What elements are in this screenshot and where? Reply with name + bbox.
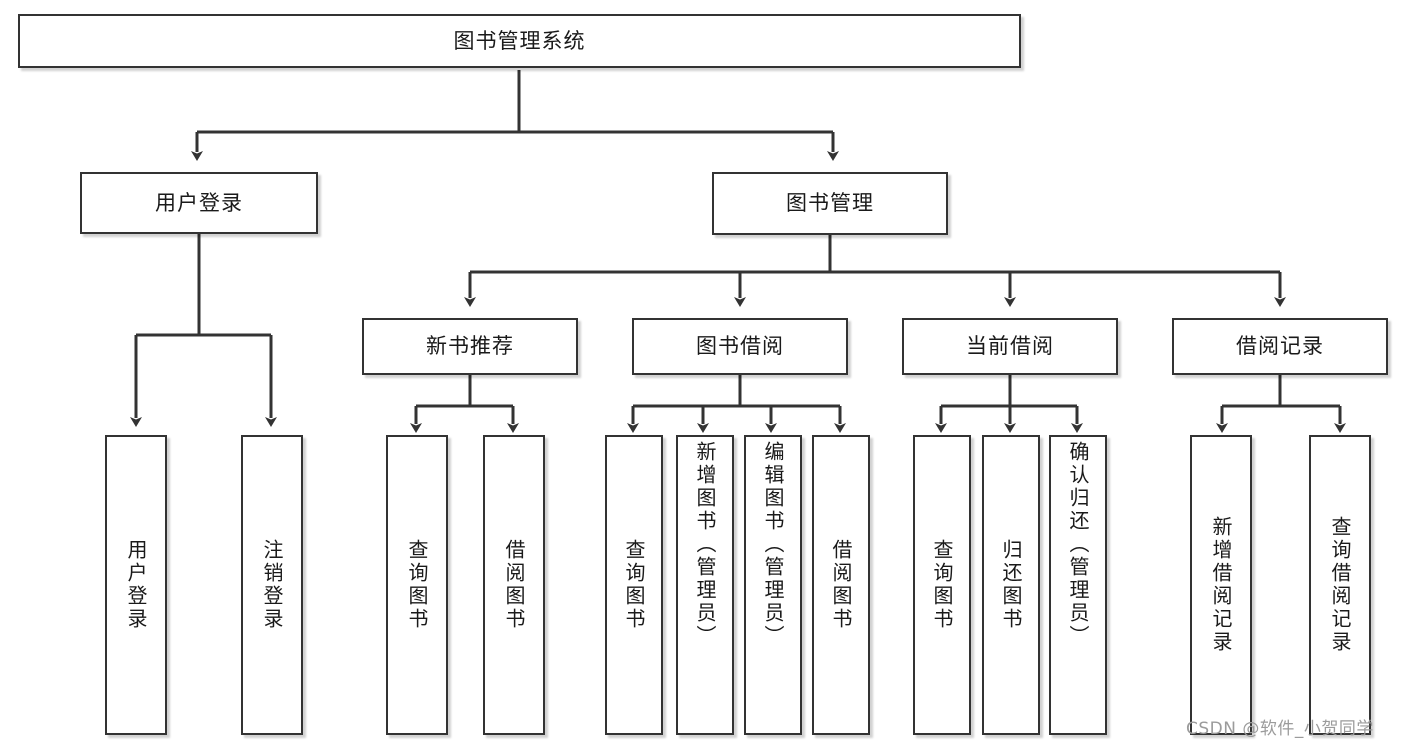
node-leaf-query-book-2-label: 查询图书	[622, 539, 646, 631]
node-leaf-borrow-book-1-label: 借阅图书	[502, 539, 526, 631]
node-leaf-query-book-1-label: 查询图书	[405, 539, 429, 631]
node-leaf-query-book-3-label: 查询图书	[930, 539, 954, 631]
node-leaf-confirm-return[interactable]: 确认归还（管理员）	[1049, 435, 1107, 735]
node-leaf-query-book-2[interactable]: 查询图书	[605, 435, 663, 735]
node-root[interactable]: 图书管理系统	[18, 14, 1021, 68]
node-new-book-rec[interactable]: 新书推荐	[362, 318, 578, 375]
node-leaf-add-book[interactable]: 新增图书（管理员）	[676, 435, 734, 735]
node-leaf-user-login-label: 用户登录	[124, 539, 148, 631]
node-book-borrow-label: 图书借阅	[696, 334, 784, 359]
node-current-borrow[interactable]: 当前借阅	[902, 318, 1118, 375]
node-book-manage[interactable]: 图书管理	[712, 172, 948, 235]
node-leaf-query-book-3[interactable]: 查询图书	[913, 435, 971, 735]
node-leaf-logout[interactable]: 注销登录	[241, 435, 303, 735]
node-leaf-add-book-label: 新增图书（管理员）	[693, 441, 717, 648]
node-borrow-record[interactable]: 借阅记录	[1172, 318, 1388, 375]
node-leaf-add-record-label: 新增借阅记录	[1209, 516, 1233, 654]
node-borrow-record-label: 借阅记录	[1236, 334, 1324, 359]
node-leaf-query-record[interactable]: 查询借阅记录	[1309, 435, 1371, 735]
node-leaf-return-book-label: 归还图书	[999, 539, 1023, 631]
node-current-borrow-label: 当前借阅	[966, 334, 1054, 359]
node-leaf-user-login[interactable]: 用户登录	[105, 435, 167, 735]
node-user-login[interactable]: 用户登录	[80, 172, 318, 234]
node-new-book-rec-label: 新书推荐	[426, 334, 514, 359]
node-leaf-logout-label: 注销登录	[260, 539, 284, 631]
node-book-manage-label: 图书管理	[786, 191, 874, 216]
watermark-text: CSDN @软件_小贺同学	[1186, 719, 1374, 739]
node-leaf-query-book-1[interactable]: 查询图书	[386, 435, 448, 735]
node-leaf-confirm-return-label: 确认归还（管理员）	[1066, 441, 1090, 648]
node-leaf-borrow-book-2[interactable]: 借阅图书	[812, 435, 870, 735]
node-root-label: 图书管理系统	[453, 28, 586, 53]
node-leaf-edit-book-label: 编辑图书（管理员）	[761, 441, 785, 648]
node-leaf-query-record-label: 查询借阅记录	[1328, 516, 1352, 654]
node-leaf-borrow-book-1[interactable]: 借阅图书	[483, 435, 545, 735]
node-leaf-edit-book[interactable]: 编辑图书（管理员）	[744, 435, 802, 735]
node-user-login-label: 用户登录	[155, 190, 243, 215]
node-leaf-borrow-book-2-label: 借阅图书	[829, 539, 853, 631]
node-book-borrow[interactable]: 图书借阅	[632, 318, 848, 375]
node-leaf-return-book[interactable]: 归还图书	[982, 435, 1040, 735]
node-leaf-add-record[interactable]: 新增借阅记录	[1190, 435, 1252, 735]
